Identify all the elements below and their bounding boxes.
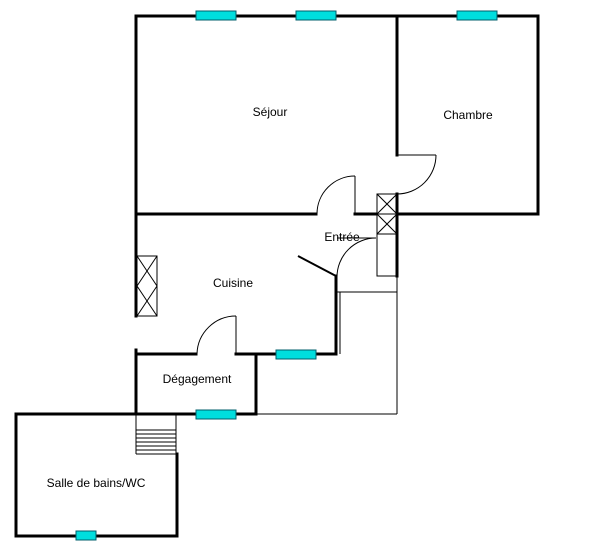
ventilation-shaft-icon (136, 255, 158, 317)
outline-lines (256, 276, 398, 415)
window-icon (275, 349, 317, 360)
doors (196, 154, 437, 355)
room-label-cuisine: Cuisine (213, 276, 253, 290)
room-label-degagement: Dégagement (163, 372, 232, 386)
room-label-chambre: Chambre (443, 108, 493, 122)
window-icon (195, 409, 237, 420)
door-swing-icon (316, 175, 356, 215)
door-leaf (297, 255, 337, 277)
door-swing-icon (196, 315, 237, 355)
window-icon (75, 530, 97, 541)
door-swing-icon (336, 237, 377, 278)
door-swing-icon (396, 154, 437, 195)
ventilation-shafts (136, 193, 398, 317)
window-icon (195, 10, 237, 21)
room-label-entree: Entrée (324, 230, 360, 244)
walls (14, 14, 540, 538)
window-icon (456, 10, 498, 21)
room-label-sejour: Séjour (253, 105, 288, 119)
windows (75, 10, 498, 541)
room-label-salle-de-bains: Salle de bains/WC (47, 476, 146, 490)
ventilation-shaft-icon (376, 193, 398, 277)
room-labels: Séjour Chambre Entrée Cuisine Dégagement… (47, 105, 493, 490)
stairs-icon (135, 414, 177, 455)
window-icon (295, 10, 337, 21)
